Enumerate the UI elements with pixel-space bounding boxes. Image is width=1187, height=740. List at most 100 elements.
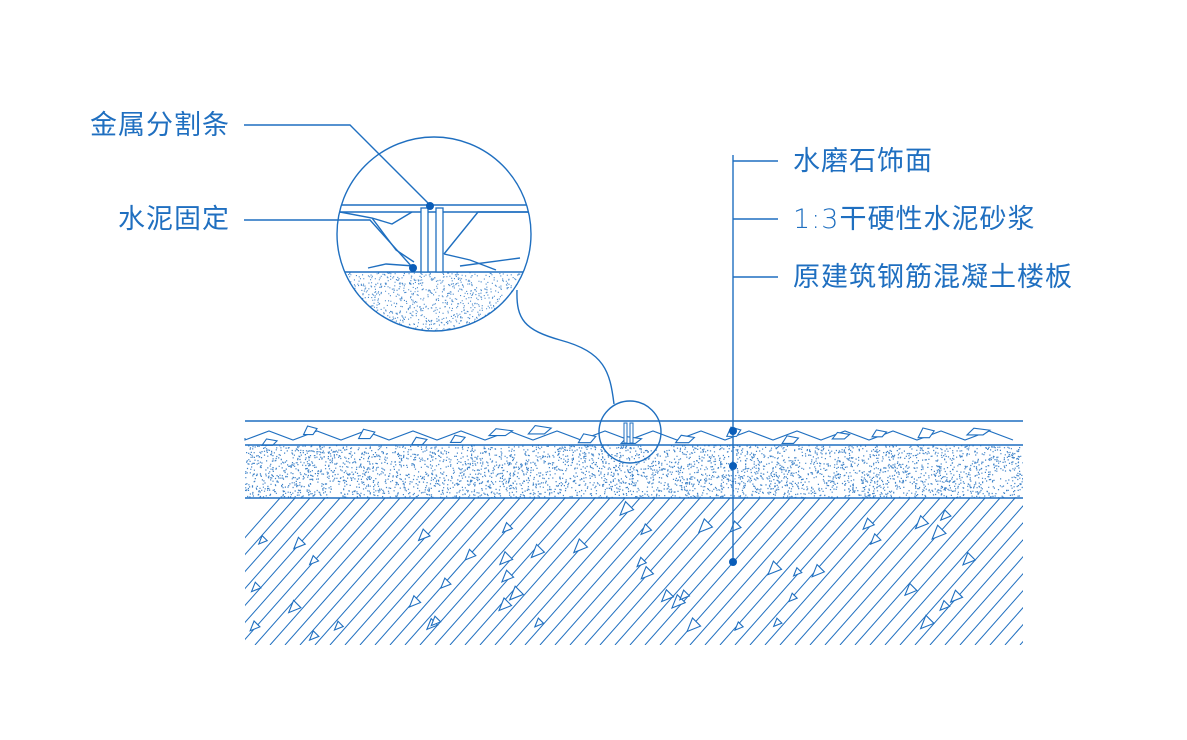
hatch-line [254,498,386,645]
hatch-line [959,573,1023,645]
aggregate-triangle [439,577,452,590]
hatch-line [629,498,761,645]
aggregate-triangle [508,585,525,601]
hatch-line [914,522,1023,645]
aggregate-triangle [678,589,691,601]
hatch-line [344,498,476,645]
hatch-line [245,498,296,556]
label-cement-fix: 水泥固定 [118,204,230,235]
aggregate-triangle [914,514,930,530]
hatch-line [245,498,311,573]
terrazzo-chip [831,431,851,440]
zoom-chip-line [443,253,497,271]
strip-left [623,422,628,444]
hatch-line [389,498,521,645]
aggregate-triangle [734,620,745,632]
hatch-line [824,498,956,645]
zoom-chip-line [443,211,528,255]
hatch-line [539,498,671,645]
aggregate-triangle [772,617,783,628]
hatch-line [974,589,1023,645]
hatch-line [434,498,566,645]
hatch-line [245,498,356,624]
hatch-line [299,498,431,645]
hatch-line [509,498,641,645]
aggregate-triangle [249,620,261,632]
mortar-stipple [245,445,1023,498]
hatch-line [779,498,911,645]
hatch-line [719,498,851,645]
aggregate-triangle [686,617,702,633]
dot-layer-2 [729,558,737,566]
aggregate-triangle [636,556,648,568]
aggregate-triangle [660,588,675,603]
aggregate-triangle [767,560,783,576]
zoom-strip-left [420,207,429,273]
hatch-line [944,556,1023,645]
hatch-line [1050,498,1180,645]
hatch-line [419,498,551,645]
zoom-strip-right [435,207,444,273]
aggregate-triangle [862,517,876,531]
hatch-line [449,498,581,645]
aggregate-triangle [500,569,515,583]
aggregate-triangle [640,522,653,536]
hatch-line [494,498,626,645]
hatch-line [659,498,791,645]
hatch-line [284,498,416,645]
hatch-line [569,498,701,645]
terrazzo-chip [871,429,888,438]
hatch-line [554,498,686,645]
hatch-line [794,498,926,645]
dot-metal-strip [426,202,434,210]
hatch-line [1004,623,1023,645]
terrazzo-chip [965,427,992,436]
aggregate-triangle [792,566,803,577]
aggregate-triangle [292,536,307,550]
aggregate-triangle [619,500,635,517]
hatch-line [764,498,896,645]
hatch-line [269,498,401,645]
label-terrazzo-finish: 水磨石饰面 [793,146,933,177]
terrazzo-chip [302,425,318,436]
hatch-line [245,498,341,607]
aggregate-triangle [533,617,545,628]
concrete-slab-hatch [245,498,1187,645]
hatch-line [854,498,986,645]
aggregate-triangle [939,599,951,612]
aggregate-triangle [250,581,262,593]
dot-layer-1 [729,462,737,470]
hatch-line [404,498,536,645]
hatch-line [329,498,461,645]
terrazzo-chip [674,434,696,444]
hatch-line [1095,498,1187,645]
terrazzo-chip [577,433,597,444]
hatch-line [989,606,1023,645]
terrazzo-chip [449,434,467,444]
hatch-line [839,498,971,645]
hatch-line [869,498,1001,645]
aggregate-triangle [903,582,918,597]
hatch-line [1065,498,1187,645]
hatch-line [245,498,326,590]
terrazzo-layer [244,424,1014,446]
aggregate-triangle [308,554,320,566]
strip-right [629,422,634,444]
aggregate-triangle [530,543,546,559]
label-dry-mortar: 1:3干硬性水泥砂浆 [793,204,1036,235]
hatch-line [314,498,446,645]
aggregate-triangle [729,520,742,533]
connector-curve [516,289,615,405]
hatch-line [374,498,506,645]
hatch-line [614,498,746,645]
hatch-line [464,498,596,645]
hatch-line [359,498,491,645]
aggregate-triangle [787,592,799,603]
small-callout-circle [598,400,662,464]
stipple-dots [245,445,1023,498]
aggregate-triangle [949,589,964,604]
aggregate-triangle [333,620,345,632]
terrazzo-chip [527,424,553,435]
aggregate-triangle [417,528,431,542]
